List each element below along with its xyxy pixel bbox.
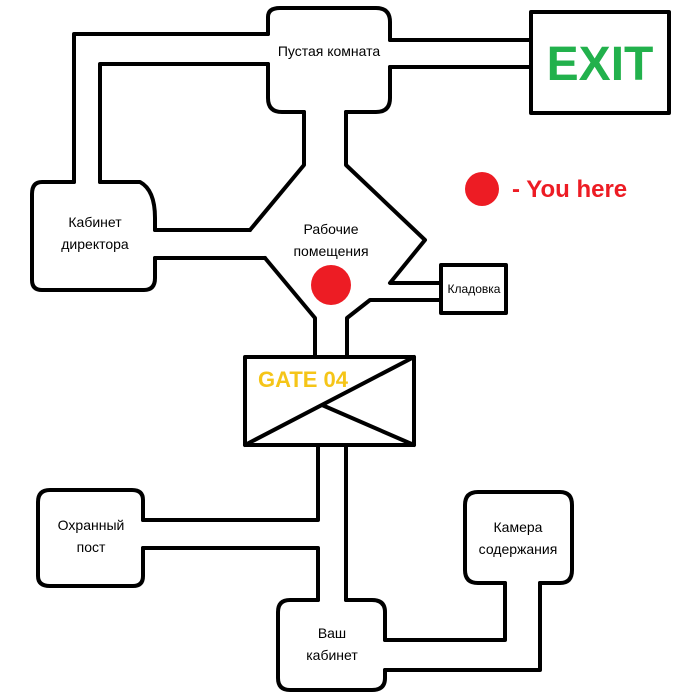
work-area-outline: [248, 110, 443, 359]
containment-label-line2: содержания: [479, 541, 558, 557]
gate-04-cross: [243, 355, 416, 447]
legend-you-here-label: - You here: [512, 176, 627, 203]
guard-post-label-line1: Охранный: [58, 517, 125, 533]
guard-post-outline: [36, 488, 145, 588]
corridor-your-office-to-containment: [383, 581, 542, 672]
director-office-label-line1: Кабинет: [68, 214, 122, 230]
storage-label: Кладовка: [448, 282, 501, 296]
corridor-gate-to-your-office: [141, 443, 348, 602]
gate-04-box[interactable]: [243, 355, 416, 447]
corridor-empty-to-director: [72, 32, 270, 184]
corridor-to-exit: [388, 38, 533, 69]
your-office-label-line1: Ваш: [318, 625, 346, 641]
you-are-here-marker: [311, 265, 351, 305]
director-office-outline: [30, 180, 157, 292]
guard-post-label-line2: пост: [77, 539, 106, 555]
corridor-director-to-work: [153, 228, 267, 260]
exit-box[interactable]: [529, 10, 671, 115]
empty-room-outline: [266, 6, 392, 114]
your-office-label-line2: кабинет: [306, 647, 358, 663]
director-office-label-line2: директора: [61, 236, 129, 252]
empty-room-label: Пустая комната: [278, 43, 381, 59]
storage-box[interactable]: [439, 263, 508, 315]
containment-chamber-outline: [463, 490, 574, 585]
your-office-outline: [276, 598, 387, 692]
exit-label: EXIT: [547, 38, 654, 91]
containment-label-line1: Камера: [494, 519, 543, 535]
work-area-label-line1: Рабочие: [303, 221, 358, 237]
legend-marker-icon: [465, 172, 499, 206]
work-area-label-line2: помещения: [293, 243, 368, 259]
gate-04-label: GATE 04: [258, 367, 349, 392]
